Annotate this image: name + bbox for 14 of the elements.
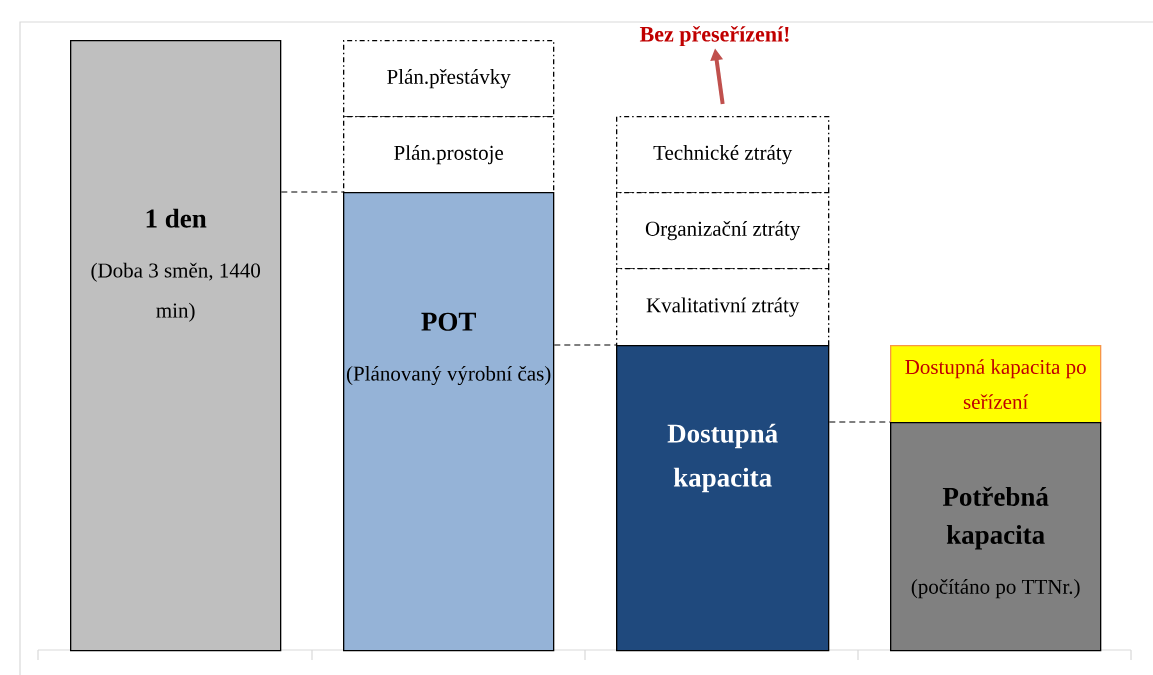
callout-text: Bez přeseřízení! — [639, 25, 789, 47]
bar-segment: POT (Plánovaný výrobní čas) — [343, 192, 555, 652]
loss-segment: Plán.prostoje — [343, 116, 555, 194]
bar-segment: 1 den (Doba 3 směn, 1440 min) — [70, 40, 282, 652]
reference-line — [828, 421, 891, 423]
bar-segment: Potřebná kapacita (počítáno po TTNr.) — [890, 422, 1102, 652]
loss-segment: Kvalitativní ztráty — [616, 268, 830, 347]
reference-line — [553, 344, 617, 346]
loss-segment: Organizační ztráty — [616, 192, 830, 270]
reference-line — [280, 191, 344, 193]
loss-segment: Plán.přestávky — [343, 40, 555, 118]
highlight-segment: Dostupná kapacita po seřízení — [890, 345, 1102, 424]
loss-segment: Technické ztráty — [616, 116, 830, 194]
bar-segment: Dostupná kapacita — [616, 345, 830, 652]
